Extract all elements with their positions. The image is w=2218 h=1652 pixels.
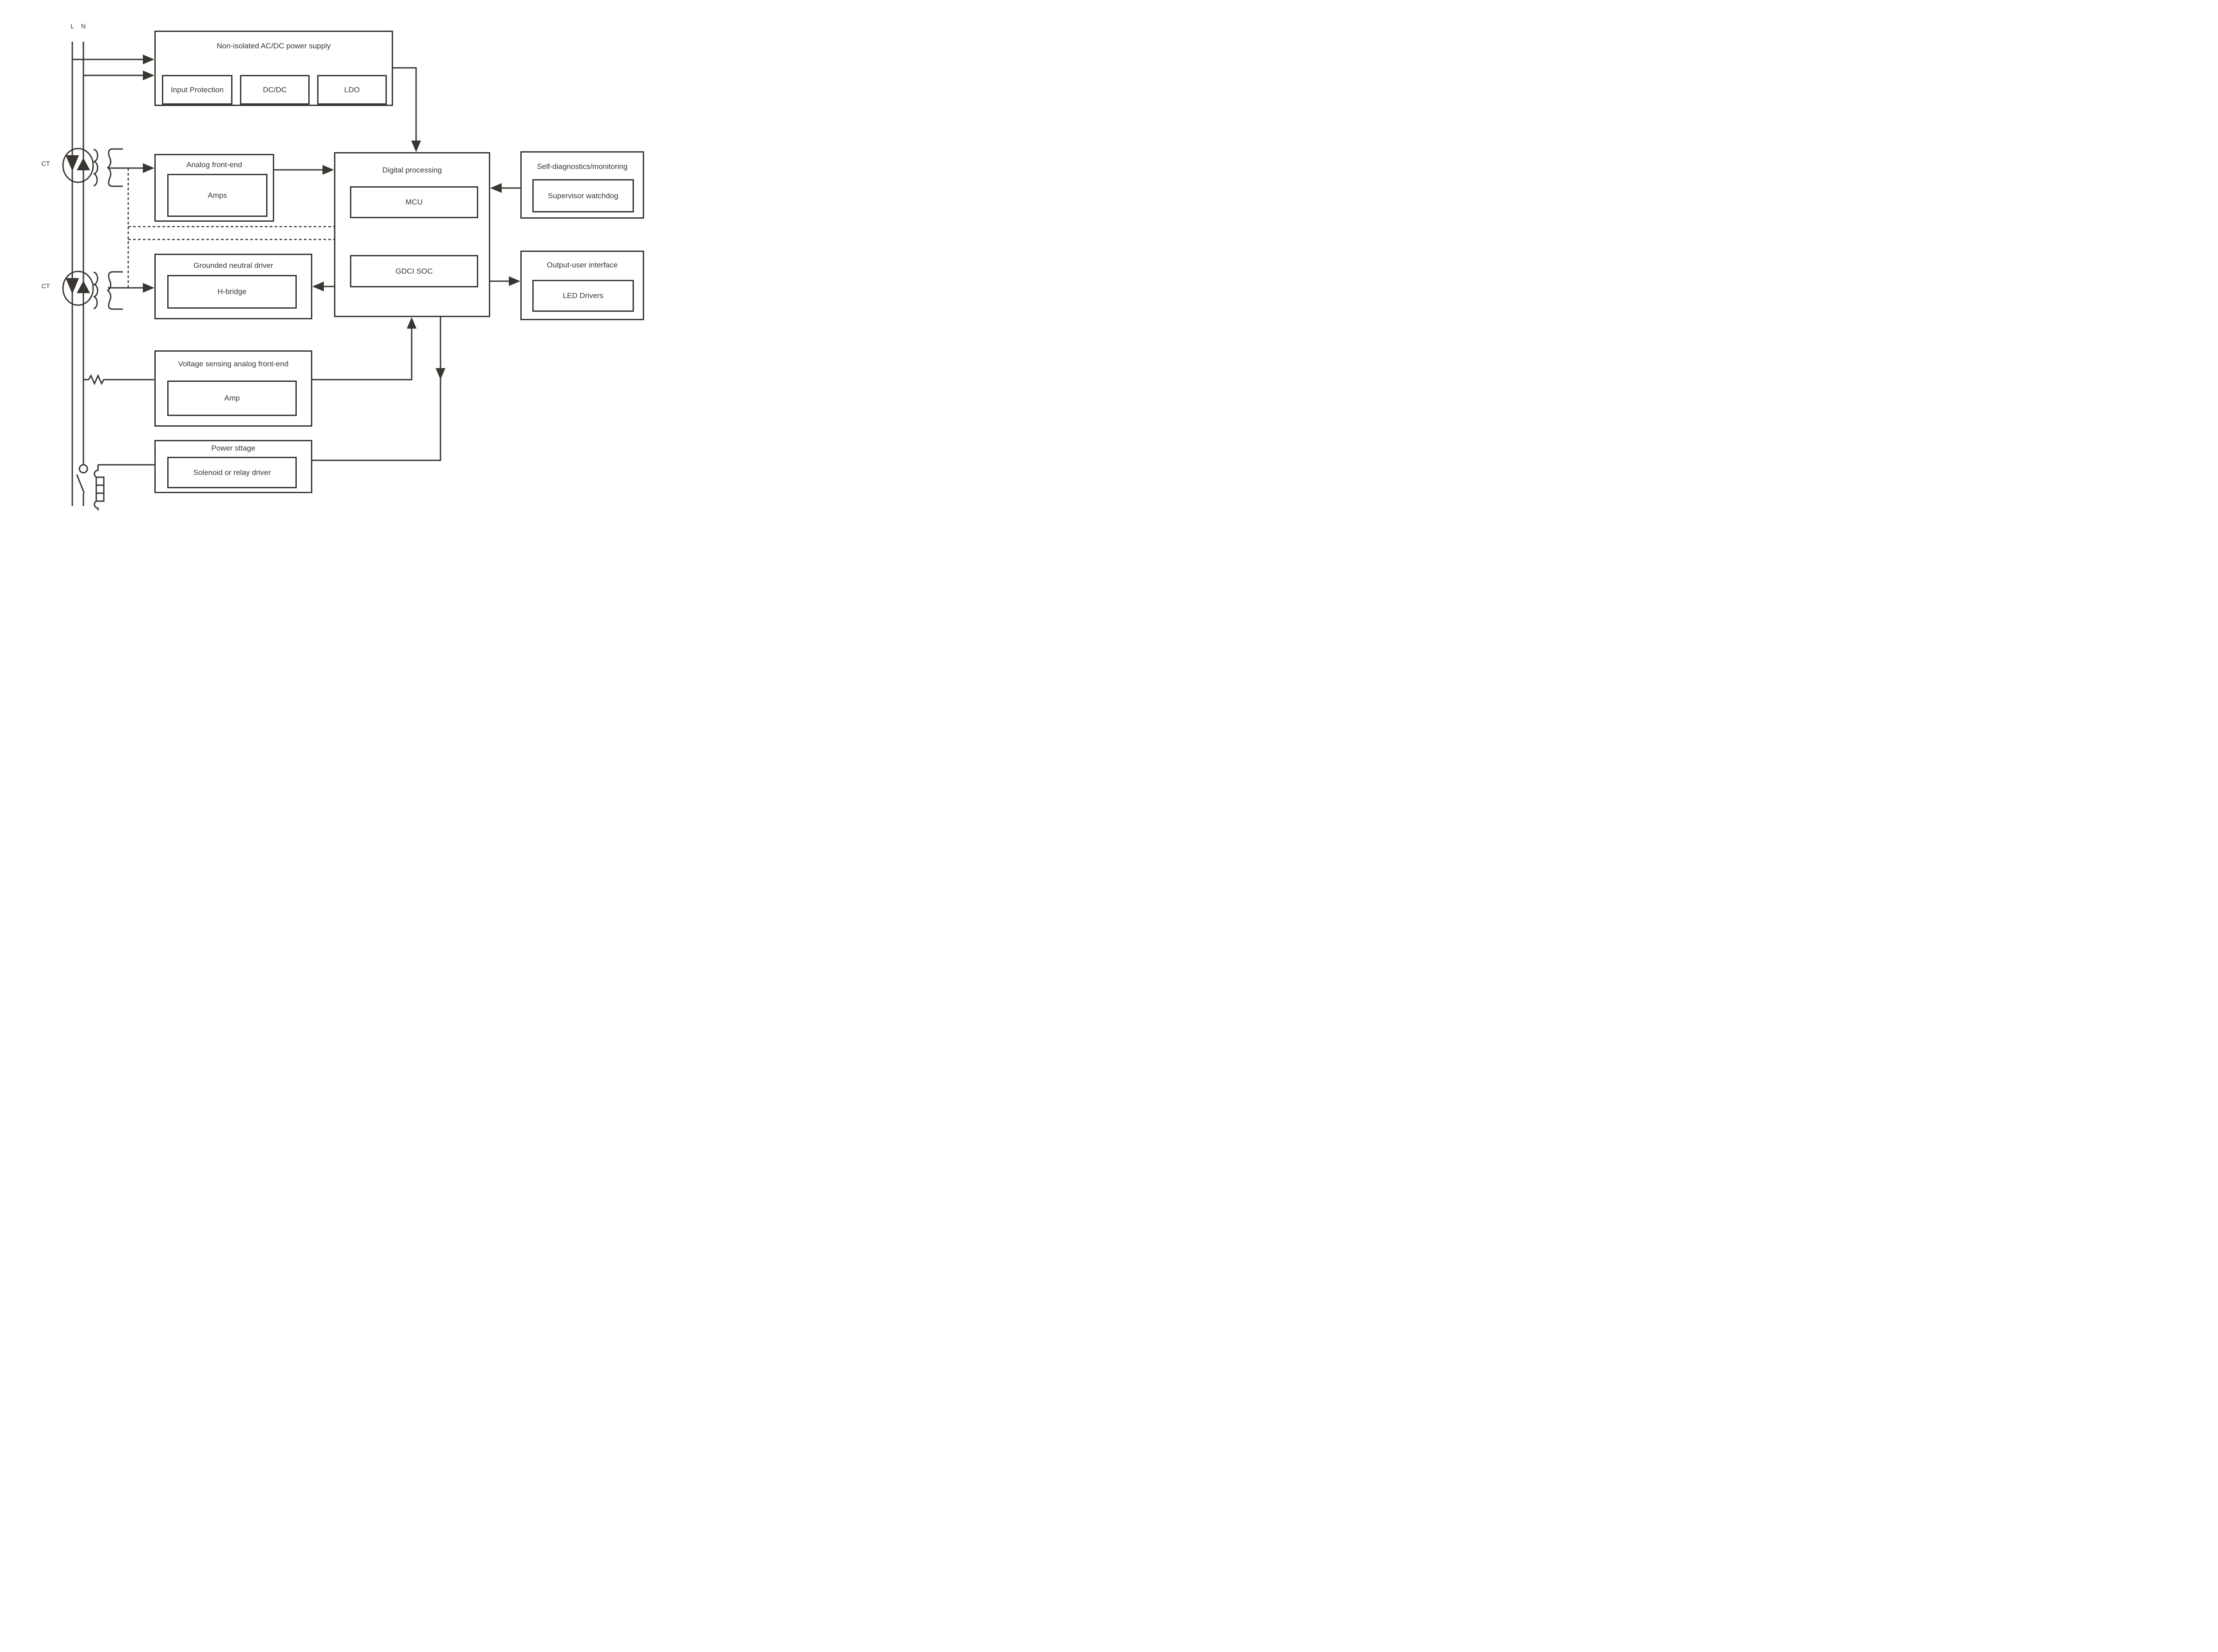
arrowhead-l-to-acdc <box>143 55 154 64</box>
block-label-amps: Amps <box>208 191 227 200</box>
arrowhead-ct1-to-afe <box>143 163 154 173</box>
ct1-core-circle <box>62 148 94 183</box>
label-line-l: L <box>70 23 75 30</box>
block-amp: Amp <box>167 381 297 416</box>
solenoid-bottom-lead <box>94 500 99 510</box>
block-supervisor-watchdog: Supervisor watchdog <box>532 179 634 212</box>
block-ldo: LDO <box>317 75 387 105</box>
arrowheads <box>143 55 520 380</box>
wire-digital-to-power <box>312 317 441 461</box>
ct2-winding-coil <box>93 271 98 310</box>
arrowhead-digital-to-hbridge <box>312 282 324 291</box>
wires <box>62 42 520 510</box>
block-label-gdci-soc: GDCI SOC <box>395 267 433 275</box>
block-analog-front-end: Analog front-end Amps <box>154 154 274 222</box>
block-title-digital: Digital processing <box>382 166 442 174</box>
ct1-secondary-brace <box>106 148 123 187</box>
block-gdci-soc: GDCI SOC <box>350 255 478 287</box>
wire-acdc-to-digital <box>393 67 417 142</box>
block-label-watchdog: Supervisor watchdog <box>548 191 618 200</box>
block-label-led-drivers: LED Drivers <box>562 291 604 300</box>
ct1-triangle-up-icon <box>77 158 90 170</box>
block-solenoid-relay-driver: Solenoid or relay driver <box>167 457 297 488</box>
block-dcdc: DC/DC <box>240 75 310 105</box>
arrowhead-vs-to-digital <box>407 317 417 329</box>
switch-blade <box>76 474 85 494</box>
arrowhead-acdc-to-digital <box>411 141 421 152</box>
block-amps: Amps <box>167 174 267 217</box>
wiring-layer <box>62 42 520 510</box>
block-led-drivers: LED Drivers <box>532 280 634 312</box>
ct2-triangle-down-icon <box>66 278 79 294</box>
block-label-ldo: LDO <box>344 85 360 94</box>
block-diagram: L N CT CT Non-isolated AC/DC power suppl… <box>0 0 685 510</box>
block-title-selfdiag: Self-diagnostics/monitoring <box>537 162 628 171</box>
label-line-n: N <box>81 23 86 30</box>
block-grounded-neutral-driver: Grounded neutral driver H-bridge <box>154 254 312 319</box>
arrowhead-gdci-to-led <box>509 276 520 286</box>
block-title-power: Power sttage <box>211 444 256 452</box>
solenoid-coil-cells <box>95 476 105 502</box>
ct1-winding-coil <box>93 149 98 187</box>
block-output-user-interface: Output-user interface LED Drivers <box>520 251 644 320</box>
block-self-diagnostics: Self-diagnostics/monitoring Supervisor w… <box>520 151 644 219</box>
arrowhead-n-to-acdc <box>143 71 154 80</box>
arrowhead-digital-to-power <box>436 368 445 380</box>
solenoid-symbol <box>94 465 105 510</box>
label-ct-bottom: CT <box>41 283 50 290</box>
block-title-acdc: Non-isolated AC/DC power supply <box>216 42 331 50</box>
switch-symbol <box>76 464 88 494</box>
ct2-secondary-brace <box>106 271 123 310</box>
block-label-solenoid: Solenoid or relay driver <box>193 468 271 477</box>
block-hbridge: H-bridge <box>167 275 297 309</box>
ct-symbol-bottom <box>62 271 123 310</box>
arrowhead-selfdiag-to-digital <box>490 183 502 193</box>
ct-symbol-top <box>62 148 123 187</box>
block-title-gnd: Grounded neutral driver <box>193 261 273 270</box>
wire-resistor-tap <box>83 374 154 385</box>
switch-contact-circle <box>79 464 88 474</box>
label-ct-top: CT <box>41 161 50 168</box>
block-label-amp: Amp <box>224 394 240 402</box>
ct2-triangle-up-icon <box>77 281 90 293</box>
block-voltage-sensing-afe: Voltage sensing analog front-end Amp <box>154 350 312 427</box>
block-label-dcdc: DC/DC <box>263 85 287 94</box>
arrowhead-ct2-to-gnd <box>143 283 154 293</box>
block-power-stage: Power sttage Solenoid or relay driver <box>154 440 312 493</box>
block-title-outputui: Output-user interface <box>547 261 618 269</box>
ct2-core-circle <box>62 271 94 306</box>
block-title-vs: Voltage sensing analog front-end <box>178 360 289 368</box>
wire-vs-to-digital <box>312 329 413 381</box>
block-input-protection: Input Protection <box>162 75 232 105</box>
block-label-hbridge: H-bridge <box>217 287 247 296</box>
dashed-ct-sense-lines <box>127 168 334 288</box>
block-title-afe: Analog front-end <box>186 161 242 169</box>
block-mcu: MCU <box>350 186 478 218</box>
block-acdc-power-supply: Non-isolated AC/DC power supply Input Pr… <box>154 31 393 106</box>
solenoid-top-lead <box>94 465 99 478</box>
ct1-triangle-down-icon <box>66 155 79 171</box>
block-label-mcu: MCU <box>405 198 423 206</box>
block-label-input-protection: Input Protection <box>170 85 224 94</box>
arrowhead-afe-to-digital <box>322 165 334 175</box>
block-digital-processing: Digital processing MCU GDCI SOC <box>334 152 490 317</box>
